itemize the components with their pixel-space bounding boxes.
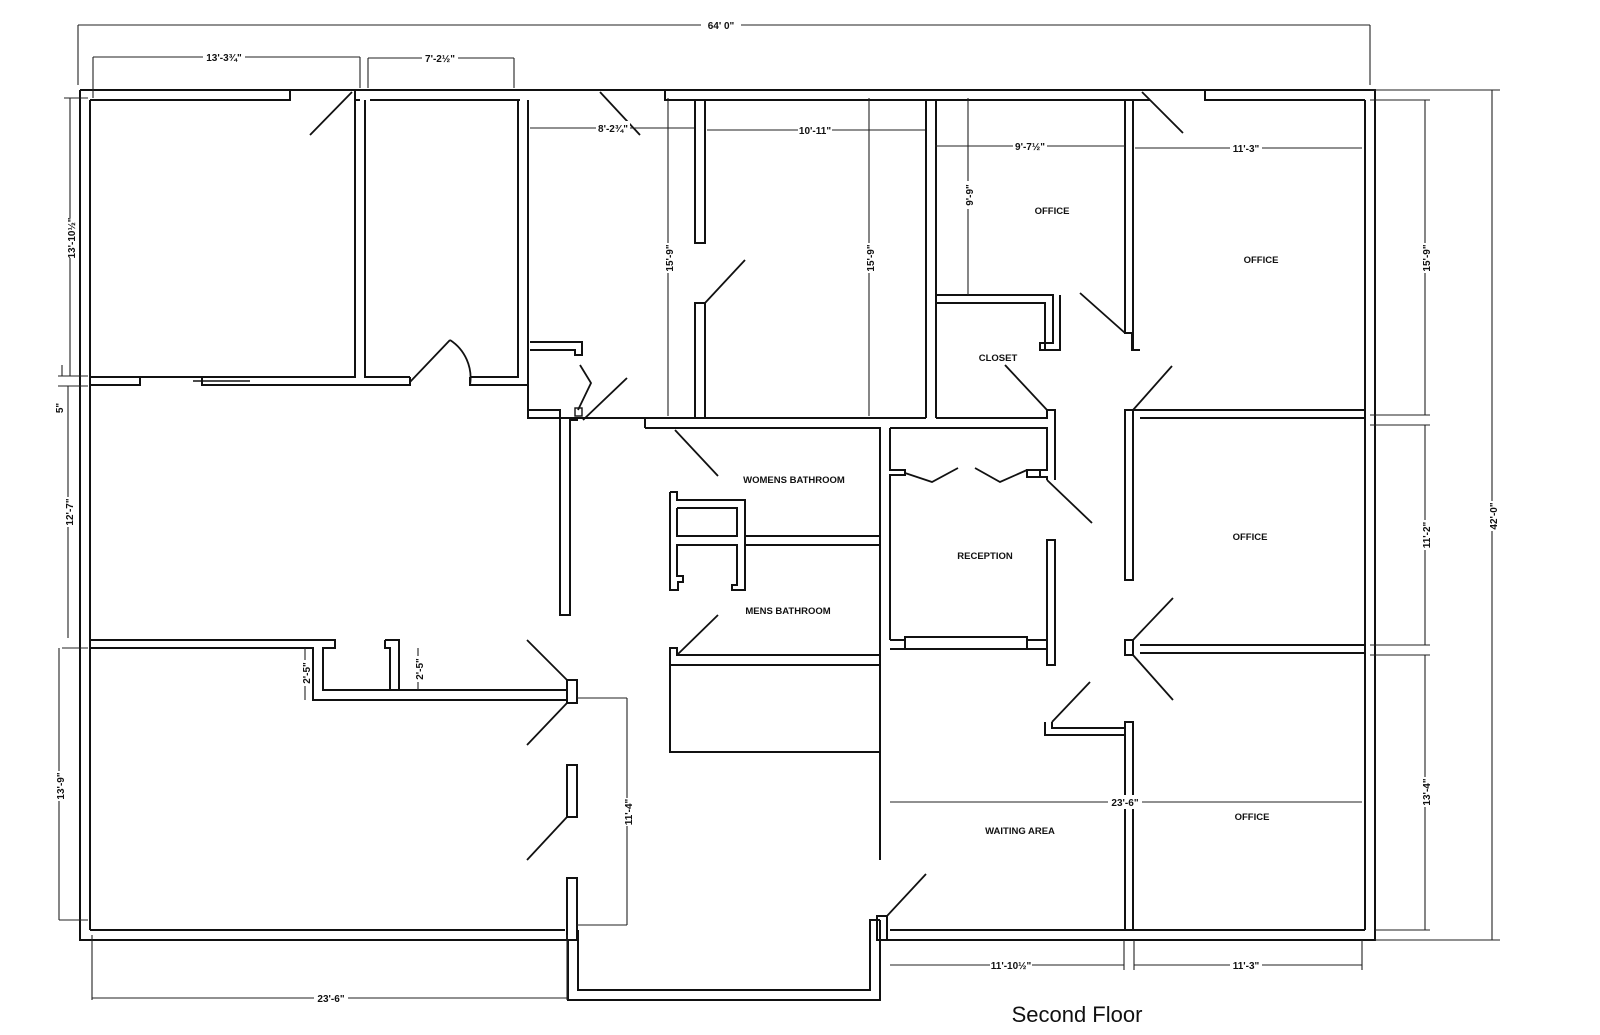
dim-room4-width: 10'-11" [799,126,831,137]
lower-right [876,639,1365,941]
dim-left-mid: 12'-7" [65,498,76,525]
dim-corridor-height: 11'-4" [624,798,635,825]
left-middle-lower [90,385,578,941]
dim-room4-height: 15'-9" [866,244,877,271]
door-swings-center-top [577,91,746,477]
center-top-rooms [527,99,927,540]
dim-bottom-mid: 11'-10½" [991,961,1032,972]
dim-right-lower: 13'-4" [1422,778,1433,805]
door-swings-left-lower [526,639,568,861]
dim-overall-height: 42'-0" [1489,502,1500,529]
door-swings-bathrooms [676,614,719,656]
offices-top-right [890,100,1365,581]
dim-top-room2: 7'-2½" [425,54,455,65]
dim-overall-width: 64' 0" [708,21,735,32]
dimension-lines [58,24,1500,1000]
room-label-mens-bathroom: MENS BATHROOM [745,606,830,617]
dimension-labels: 64' 0" 13'-3¾" 7'-2½" 8'-2¾" 10'-11" 9'-… [53,18,1500,1005]
drawing-title: Second Floor [1012,1002,1143,1027]
room-label-reception: RECEPTION [957,551,1013,562]
dim-office1-height: 9'-9" [965,184,976,206]
dim-room3-width: 8'-2¾" [598,124,628,135]
dim-office2-width: 11'-3" [1233,144,1260,155]
dim-right-mid: 11'-2" [1422,521,1433,548]
dim-waiting-width: 23'-6" [1111,798,1138,809]
dim-right-upper: 15'-9" [1422,244,1433,271]
door-swings-left-upper [309,91,472,386]
dim-bottom-right: 11'-3" [1233,961,1260,972]
room-label-office-top-right: OFFICE [1244,255,1279,266]
dim-top-room1: 13'-3¾" [206,53,242,64]
dim-room3-height: 15'-9" [665,244,676,271]
room-label-office-mid-right: OFFICE [1233,532,1268,543]
room-label-waiting-area: WAITING AREA [985,826,1055,837]
room-label-womens-bathroom: WOMENS BATHROOM [743,475,845,486]
door-swings-top-right [1004,91,1184,411]
dim-office1-width: 9'-7½" [1015,142,1045,153]
room-label-office-top-left: OFFICE [1035,206,1070,217]
exterior-walls [79,89,1376,1001]
left-upper-rooms [90,100,529,386]
room-label-office-bottom-right: OFFICE [1235,812,1270,823]
door-swings-lower-right [886,597,1174,917]
dim-left-lower: 13'-9" [56,772,67,799]
bathrooms [669,428,881,940]
dim-left-upper: 13'-10½" [67,217,78,258]
room-labels: OFFICE OFFICE CLOSET WOMENS BATHROOM REC… [743,206,1278,837]
dim-left-gap: 5" [55,403,66,414]
room-label-closet: CLOSET [979,353,1018,364]
reception [879,428,1056,666]
door-swings-reception [904,467,1093,524]
dim-closet2-depth: 2'-5" [415,658,426,680]
dim-bottom-left: 23'-6" [317,994,344,1005]
dim-closet1-depth: 2'-5" [302,662,313,684]
